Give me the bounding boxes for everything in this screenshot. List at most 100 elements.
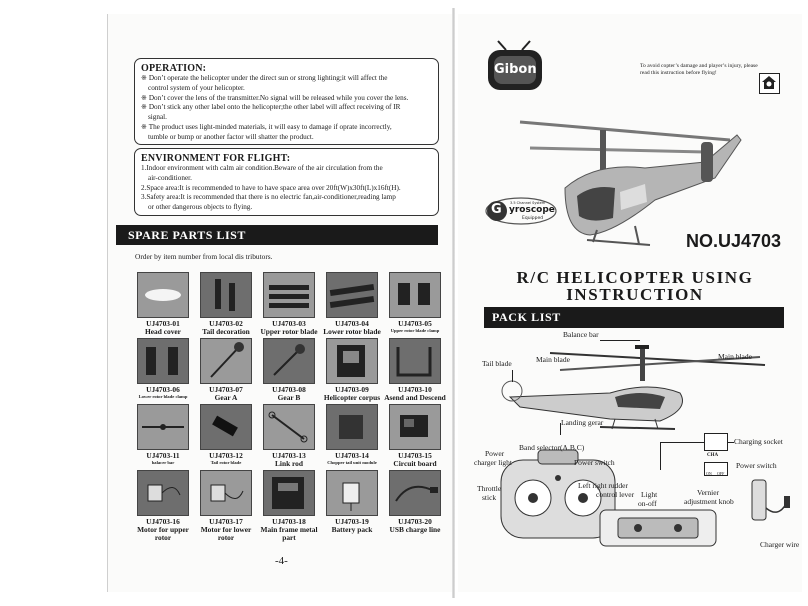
link-rod-icon <box>263 404 315 450</box>
label-light-2: on-off <box>638 499 657 508</box>
leader-line <box>560 423 561 435</box>
gyroscope-badge: G 3.5 Channel System yroscope Equipped <box>484 196 558 226</box>
spare-parts-title: SPARE PARTS LIST <box>128 228 246 242</box>
title-line-2: INSTRUCTION <box>566 285 704 304</box>
label-light-1: Light <box>641 490 658 499</box>
spare-part-code: UJ4703-08 <box>272 385 306 394</box>
spare-part-name: Chopper tail unit module <box>327 460 377 465</box>
spare-part-code: UJ4703-19 <box>335 517 369 526</box>
tv-logo-icon <box>488 40 542 90</box>
environment-line: 2.Space area:It is recommended to have t… <box>141 183 401 192</box>
spare-part-name: Gear B <box>277 393 301 402</box>
leader-line <box>660 442 704 443</box>
page-number: -4- <box>275 555 288 567</box>
spare-part-name: Battery pack <box>331 525 373 534</box>
label-vernier-2: adjustment knob <box>684 497 734 506</box>
label-balance-bar: Balance bar <box>563 330 599 339</box>
label-band-selector: Band selector(A.B.C) <box>519 443 585 452</box>
page-fold <box>452 8 455 598</box>
spare-part-code: UJ4703-13 <box>272 451 306 460</box>
upper-blade-clamp-icon <box>389 272 441 318</box>
motor-lower-icon <box>200 470 252 516</box>
label-vernier-1: Vernier <box>697 488 720 497</box>
environment-line: 1.Indoor environment with calm air condi… <box>141 164 383 172</box>
label-throttle-1: Throttle <box>477 484 502 493</box>
spare-part-name: Upper rotor blade clamp <box>390 328 440 333</box>
environment-line: air-conditioner. <box>148 173 192 182</box>
spare-part-code: UJ4703-05 <box>398 319 432 328</box>
label-on: ON <box>706 471 712 476</box>
environment-line: 3.Safety area:It is recommended that the… <box>141 193 396 202</box>
spare-part-name: USB charge line <box>389 525 441 534</box>
spare-part-name: Head cover <box>145 327 181 336</box>
tail-rotor-blade-icon <box>200 404 252 450</box>
spare-part-name: Lower rotor blade clamp <box>138 394 188 399</box>
label-throttle-2: stick <box>482 493 497 502</box>
spare-part-code: UJ4703-04 <box>335 319 369 328</box>
leader-line <box>600 340 640 341</box>
environment-title: ENVIRONMENT FOR FLIGHT: <box>141 153 291 164</box>
spare-part-name: Main frame metal part <box>260 525 318 542</box>
main-frame-icon <box>263 470 315 516</box>
tail-unit-icon <box>326 404 378 450</box>
remote-control <box>500 449 616 539</box>
helicopter-corpus-icon <box>326 338 378 384</box>
spare-part-code: UJ4703-03 <box>272 319 306 328</box>
spare-part-name: Motor for upper rotor <box>137 525 189 542</box>
operation-line: control system of your helicopter. <box>148 83 245 92</box>
charger-wire-illustration <box>751 479 790 521</box>
gyroscope-icon <box>485 197 557 225</box>
spare-part-code: UJ4703-11 <box>146 451 180 460</box>
title-line-1: R/C HELICOPTER USING <box>516 268 754 287</box>
spare-part-name: Asend and Descend <box>384 393 446 402</box>
spare-part-name: Gear A <box>214 393 238 402</box>
spare-part-name: Tail rotor blade <box>210 460 242 465</box>
label-main-blade-right: Main blade <box>718 352 752 361</box>
label-power-charger-1: Power <box>485 449 505 458</box>
pack-list-helicopter <box>501 345 766 430</box>
label-charging-socket: Charging socket <box>734 437 783 446</box>
operation-line: tumble or bump or another factor will sh… <box>148 132 314 141</box>
warning-line-2: read this instruction before flying! <box>640 70 717 76</box>
spare-part-code: UJ4703-10 <box>398 385 432 394</box>
spare-part-name: Circuit board <box>393 459 437 468</box>
balance-bar-icon <box>137 404 189 450</box>
circuit-board-icon <box>389 404 441 450</box>
spare-part-name: Upper rotor blade <box>260 327 318 336</box>
on-off-switch <box>704 462 728 476</box>
operation-line: ※ The product uses light-minded material… <box>141 122 392 131</box>
operation-line: ※ Don’t stick any other label onto the h… <box>141 103 401 112</box>
order-note: Order by item number from local dis trib… <box>135 252 273 261</box>
lower-rotor-blade-icon <box>326 272 378 318</box>
spare-part-name: Link rod <box>274 459 303 468</box>
gyro-letter: G <box>491 202 502 217</box>
motor-upper-icon <box>137 470 189 516</box>
label-rudder-1: Left right rudder <box>578 481 628 490</box>
gear-a-icon <box>200 338 252 384</box>
head-cover-icon <box>137 272 189 318</box>
lower-blade-clamp-icon <box>137 338 189 384</box>
operation-line: ※ Don’t operate the helicopter under the… <box>141 74 388 82</box>
label-power-switch-remote: Power switch <box>574 458 615 467</box>
leader-line <box>728 442 734 443</box>
label-tail-blade: Tail blade <box>482 359 512 368</box>
spare-part-code: UJ4703-20 <box>398 517 432 526</box>
operation-line: signal. <box>148 113 167 122</box>
gyro-main: yroscope <box>509 205 555 215</box>
label-main-blade-left: Main blade <box>536 355 570 364</box>
spare-part-code: UJ4703-01 <box>146 319 180 328</box>
